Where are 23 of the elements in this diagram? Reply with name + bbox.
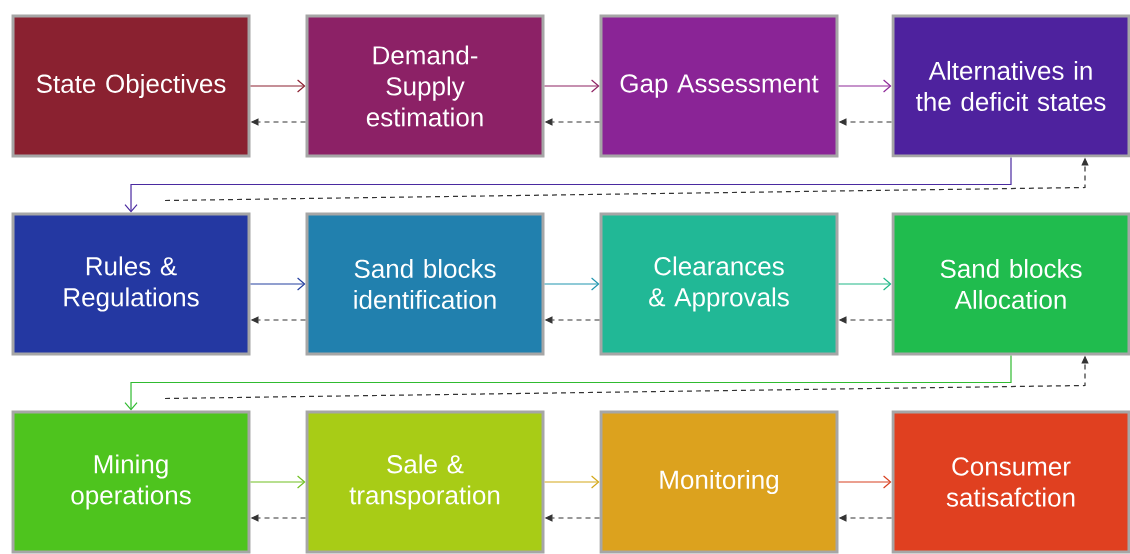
arrow bbox=[249, 277, 306, 291]
process-box: Sale & transporation bbox=[305, 410, 545, 554]
arrow bbox=[837, 475, 892, 489]
arrow bbox=[249, 79, 306, 93]
arrow bbox=[124, 354, 1012, 411]
arrow bbox=[249, 475, 306, 489]
arrow bbox=[124, 156, 1012, 213]
process-box: Rules & Regulations bbox=[11, 212, 251, 356]
process-box: Alternatives in the deficit states bbox=[891, 14, 1130, 158]
process-box: Consumer satisafction bbox=[891, 410, 1130, 554]
process-box: Demand-Supply estimation bbox=[305, 14, 545, 158]
process-box: Clearances & Approvals bbox=[599, 212, 839, 356]
process-box: Mining operations bbox=[11, 410, 251, 554]
arrow bbox=[837, 277, 892, 291]
arrow bbox=[837, 79, 892, 93]
process-box: State Objectives bbox=[11, 14, 251, 158]
arrow bbox=[543, 79, 600, 93]
process-box: Sand blocks Allocation bbox=[891, 212, 1130, 356]
process-box: Monitoring bbox=[599, 410, 839, 554]
arrow bbox=[543, 277, 600, 291]
process-box: Sand blocks identification bbox=[305, 212, 545, 356]
process-box: Gap Assessment bbox=[599, 14, 839, 158]
arrow bbox=[543, 475, 600, 489]
